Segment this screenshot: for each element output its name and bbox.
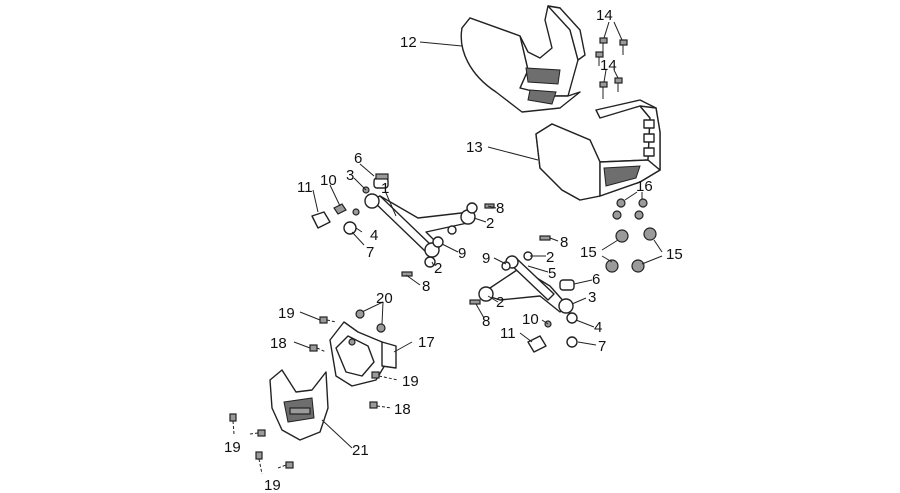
callout-12: 12 bbox=[400, 34, 417, 51]
leader-lines bbox=[312, 41, 597, 449]
callout-14-middle: 14 bbox=[600, 57, 617, 74]
callout-19-lower-left: 19 bbox=[224, 439, 241, 456]
part-21-front-cover bbox=[269, 369, 329, 441]
callout-21: 21 bbox=[352, 442, 369, 459]
callout-2-left-top: 2 bbox=[486, 215, 494, 232]
part-16-nuts bbox=[612, 191, 648, 220]
callout-9-left: 9 bbox=[458, 245, 466, 262]
callout-19-upper: 19 bbox=[278, 305, 295, 322]
callout-1: 1 bbox=[381, 180, 389, 197]
callout-14-top: 14 bbox=[596, 7, 613, 24]
callout-2-right-top: 2 bbox=[546, 249, 554, 266]
part-13-footrest-lower bbox=[535, 99, 661, 201]
callout-11-right: 11 bbox=[500, 325, 516, 342]
part-18-19-bolts bbox=[229, 311, 399, 475]
callout-19-bottom: 19 bbox=[264, 477, 281, 493]
callout-2-right-bottom: 2 bbox=[496, 294, 504, 311]
callout-15-left: 15 bbox=[580, 244, 597, 261]
callout-17: 17 bbox=[418, 334, 435, 351]
callout-9-right: 9 bbox=[482, 250, 490, 267]
callout-2-left-bottom: 2 bbox=[434, 260, 442, 277]
callout-18-upper: 18 bbox=[270, 335, 287, 352]
callout-3-right: 3 bbox=[588, 289, 596, 306]
callout-13: 13 bbox=[466, 139, 483, 156]
part-17-bumper-bracket bbox=[329, 321, 397, 387]
callout-labels: 12 14 14 13 6 3 10 11 1 16 8 2 4 7 9 2 8… bbox=[224, 7, 683, 493]
part-15-nuts bbox=[601, 227, 663, 273]
part-1-upper-a-arm-left bbox=[311, 173, 495, 277]
callout-11-left: 11 bbox=[297, 179, 313, 196]
part-12-footrest-upper bbox=[460, 5, 586, 113]
callout-3-left: 3 bbox=[346, 167, 354, 184]
callout-7-left: 7 bbox=[366, 244, 374, 261]
callout-16: 16 bbox=[636, 178, 653, 195]
callout-10-left: 10 bbox=[320, 172, 337, 189]
callout-20: 20 bbox=[376, 290, 393, 307]
callout-8-left-bottom: 8 bbox=[422, 278, 430, 295]
callout-7-right: 7 bbox=[598, 338, 606, 355]
callout-6-left: 6 bbox=[354, 150, 362, 167]
callout-8-right-top: 8 bbox=[560, 234, 568, 251]
callout-5: 5 bbox=[548, 265, 556, 282]
callout-10-right: 10 bbox=[522, 311, 539, 328]
callout-4-right: 4 bbox=[594, 319, 602, 336]
callout-18-lower: 18 bbox=[394, 401, 411, 418]
part-20-nuts bbox=[355, 301, 386, 333]
callout-15-right: 15 bbox=[666, 246, 683, 263]
callout-8-left-top: 8 bbox=[496, 200, 504, 217]
callout-8-right-bottom: 8 bbox=[482, 313, 490, 330]
callout-6-right: 6 bbox=[592, 271, 600, 288]
part-14-bolts bbox=[595, 21, 628, 99]
callout-4-left: 4 bbox=[370, 227, 378, 244]
callout-19-middle: 19 bbox=[402, 373, 419, 390]
